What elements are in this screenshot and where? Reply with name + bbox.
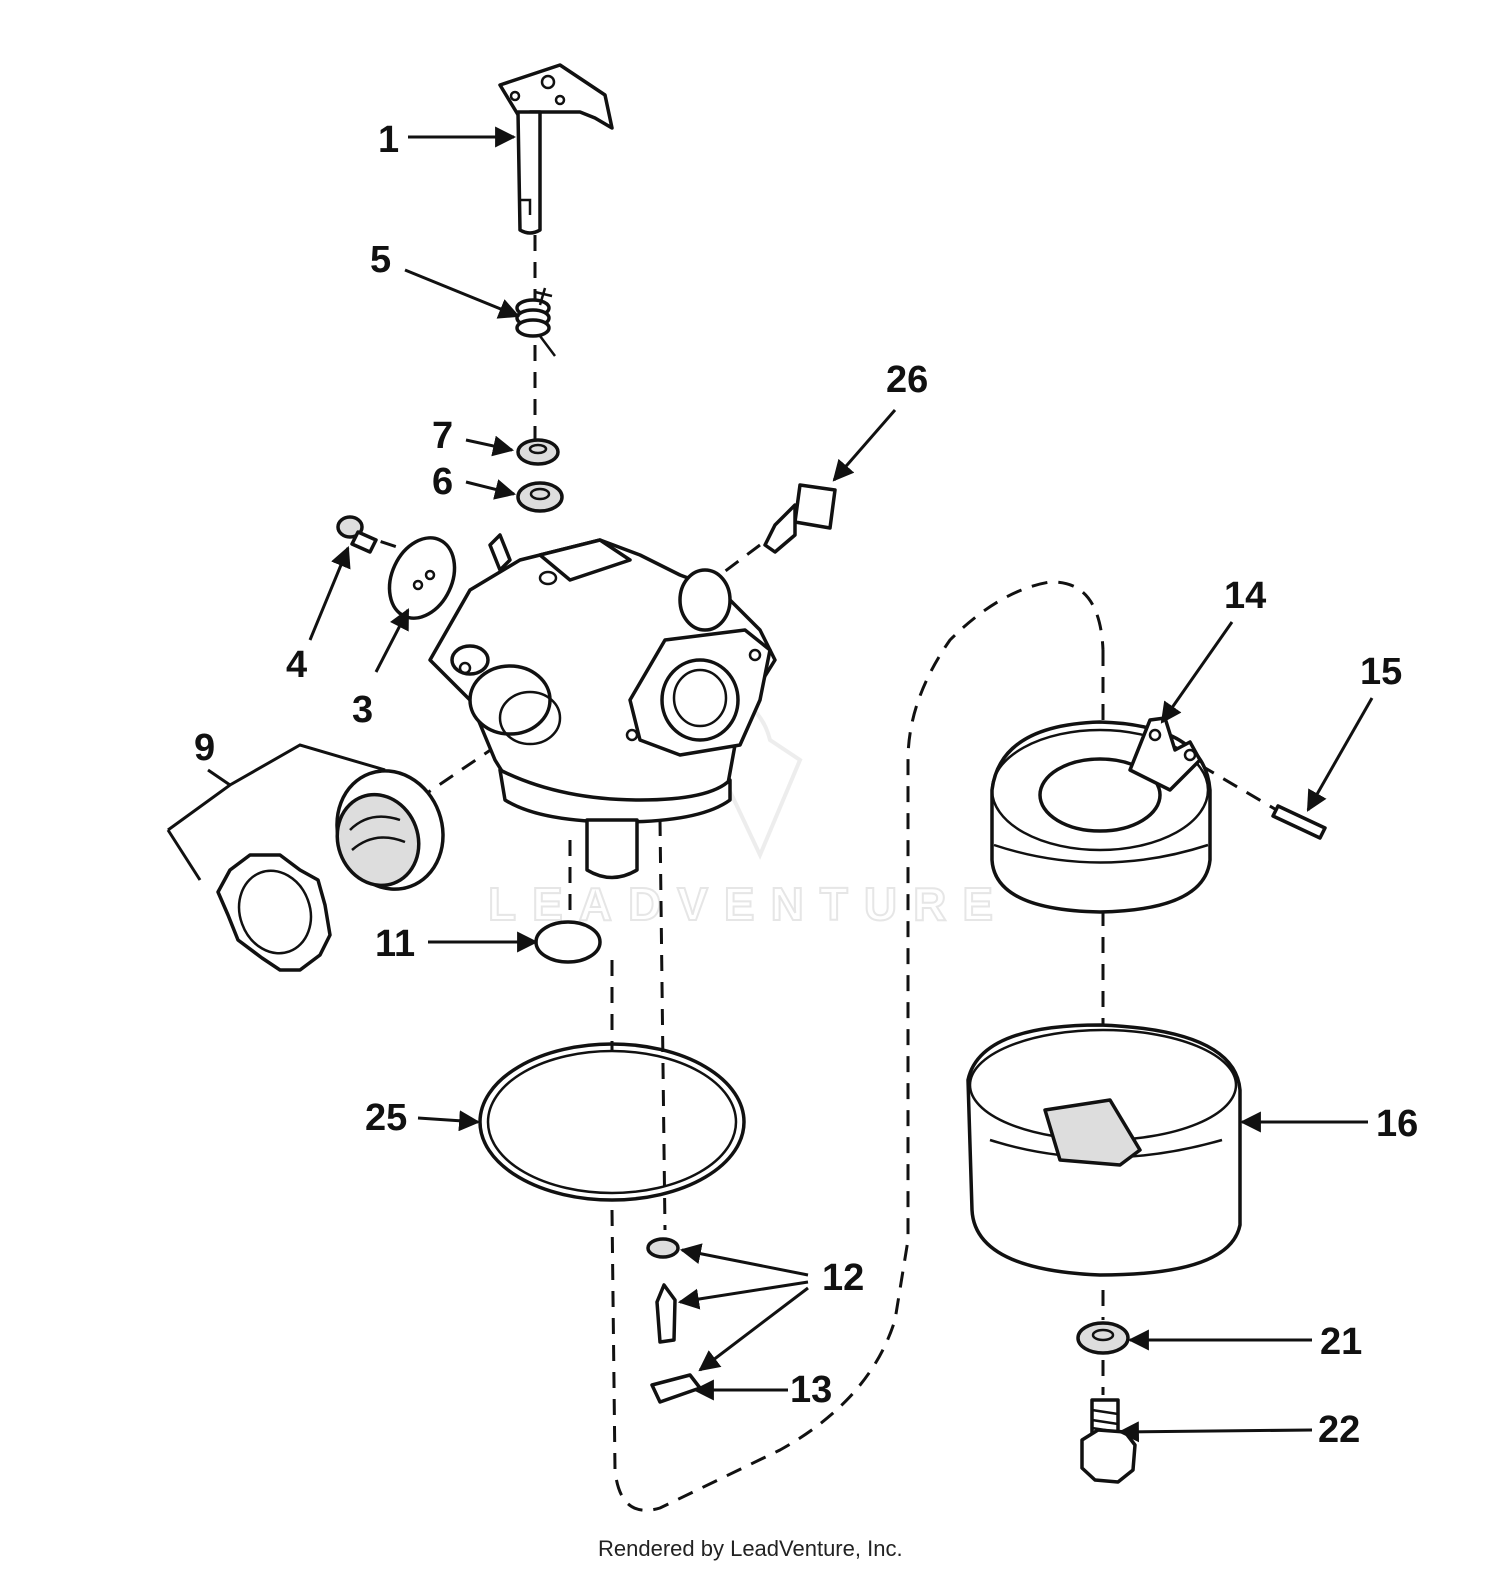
part-12-needle (655, 1283, 677, 1344)
callout-21: 21 (1320, 1321, 1362, 1363)
part-12-washer (646, 1237, 680, 1259)
callout-13: 13 (790, 1369, 832, 1411)
part-25-bowl-gasket (478, 1042, 746, 1202)
callout-25: 25 (365, 1097, 407, 1139)
callout-22: 22 (1318, 1409, 1360, 1451)
part-3-throttle-plate (387, 536, 457, 620)
callout-14: 14 (1224, 575, 1266, 617)
carburetor-body (428, 533, 777, 880)
callout-15: 15 (1360, 651, 1402, 693)
callout-3: 3 (352, 689, 373, 731)
callout-11: 11 (375, 923, 415, 965)
callout-4: 4 (286, 644, 307, 686)
callout-12: 12 (822, 1257, 864, 1299)
part-15-float-pin (1271, 804, 1327, 840)
callout-labels: 1 5 7 6 26 4 3 9 11 25 12 13 14 15 16 21… (194, 119, 1418, 1451)
part-6-seal (516, 481, 564, 513)
callout-26: 26 (886, 359, 928, 401)
part-14-float (990, 716, 1212, 914)
leader-lines (166, 126, 1374, 1443)
part-1-throttle-shaft (498, 63, 614, 235)
part-4-screw (336, 515, 378, 554)
callout-1: 1 (378, 119, 399, 161)
part-21-washer (1076, 1321, 1130, 1355)
part-9-primer-bulb (335, 769, 445, 891)
callout-16: 16 (1376, 1103, 1418, 1145)
part-7-seal (516, 438, 560, 466)
callout-7: 7 (432, 415, 453, 457)
part-11-plug (534, 920, 602, 964)
part-9-retainer (216, 853, 332, 972)
callout-5: 5 (370, 239, 391, 281)
part-13-clip (650, 1373, 702, 1404)
callout-6: 6 (432, 461, 453, 503)
part-22-bolt (1080, 1398, 1137, 1484)
part-16-float-bowl (966, 1023, 1242, 1277)
part-26-fitting (763, 483, 837, 554)
footer-credit: Rendered by LeadVenture, Inc. (598, 1536, 903, 1561)
callout-9: 9 (194, 727, 215, 769)
